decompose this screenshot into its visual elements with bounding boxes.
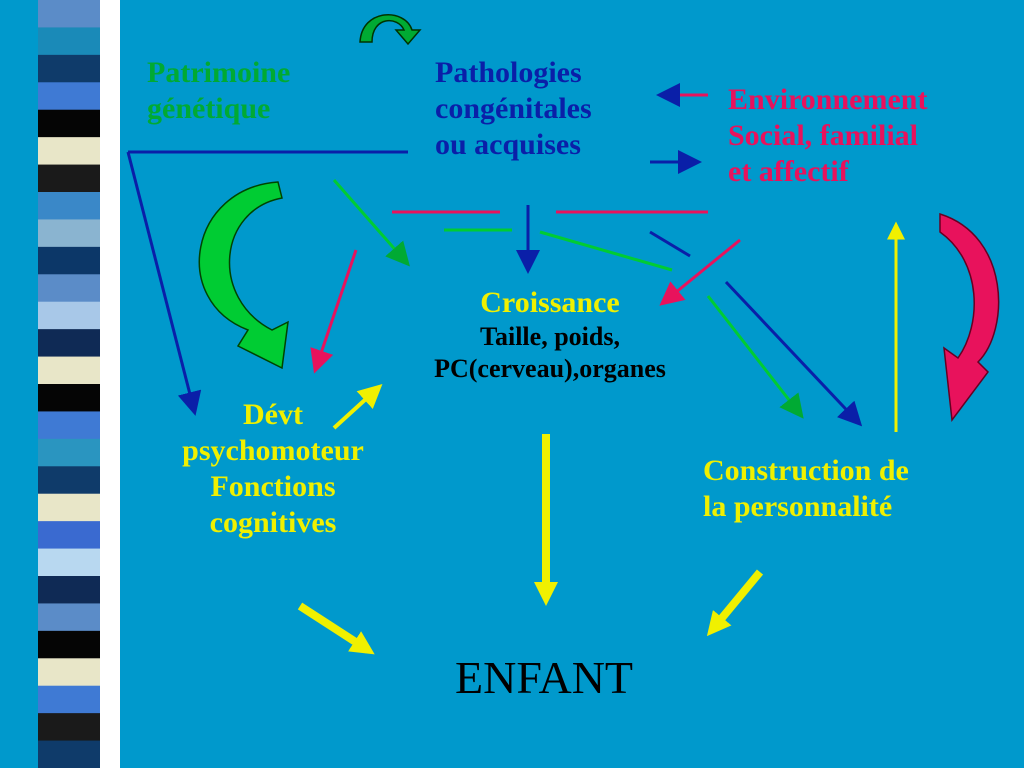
stripe-segment	[38, 192, 100, 220]
magenta-links	[310, 210, 741, 374]
node-text: Patrimoine	[147, 56, 291, 89]
stripe-segment	[38, 493, 100, 522]
blue-links	[126, 83, 863, 427]
curved-arrow-left-green	[198, 181, 289, 370]
node-text: ou acquises	[435, 128, 581, 161]
node-text: cognitives	[209, 506, 337, 539]
stripe-segment	[38, 82, 100, 111]
stripe-segment	[38, 740, 100, 768]
node-construction-personnalite: Construction de la personnalité	[703, 453, 909, 525]
node-enfant: ENFANT	[455, 652, 633, 704]
node-text: Environnement	[728, 83, 928, 116]
stripe-segment	[38, 246, 100, 275]
node-text: Dévt	[243, 398, 303, 431]
node-text: Taille, poids,	[480, 322, 620, 351]
stripe-segment	[38, 466, 100, 495]
stripe-segment	[38, 713, 100, 742]
stripe-segment	[38, 329, 100, 358]
stripe-segment	[38, 301, 100, 330]
stripe-segment	[38, 54, 100, 83]
node-text: Fonctions	[210, 470, 336, 503]
node-text: Pathologies	[435, 56, 582, 89]
node-environnement: Environnement Social, familial et affect…	[728, 82, 927, 190]
stripe-segment	[38, 0, 100, 28]
node-text: et affectif	[728, 155, 849, 188]
decorative-stripe-bar	[0, 0, 120, 768]
stripe-segment	[38, 356, 100, 385]
stripe-segment	[38, 658, 100, 687]
stripe-segment	[38, 274, 100, 303]
node-text: PC(cerveau),organes	[434, 354, 666, 383]
stripe-segment	[38, 411, 100, 440]
node-text: Construction de	[703, 454, 909, 487]
stripe-segment	[38, 548, 100, 577]
node-text: psychomoteur	[182, 434, 364, 467]
stripe-segment	[38, 384, 100, 412]
stripe-segment	[38, 603, 100, 632]
node-croissance: Croissance Taille, poids, PC(cerveau),or…	[390, 285, 710, 385]
node-patrimoine-genetique: Patrimoine génétique	[147, 55, 290, 127]
stripe-segment	[38, 576, 100, 604]
node-devt-psychomoteur: Dévt psychomoteur Fonctions cognitives	[148, 397, 398, 541]
stripe-margin	[0, 0, 38, 768]
stripe-segment	[38, 219, 100, 248]
stripe-segment	[38, 521, 100, 550]
stripe-segment	[38, 630, 100, 659]
stripe-segment	[38, 137, 100, 166]
node-text: Social, familial	[728, 119, 918, 152]
node-text: la personnalité	[703, 490, 893, 523]
node-text: congénitales	[435, 92, 592, 125]
node-text: ENFANT	[455, 652, 634, 703]
green-links	[332, 179, 804, 419]
yellow-links	[297, 221, 905, 655]
node-text: génétique	[147, 92, 271, 125]
stripe-segment	[38, 685, 100, 714]
curved-arrow-right-magenta	[939, 212, 1000, 422]
stripe-segment	[38, 27, 100, 56]
stripe-segment	[38, 164, 100, 193]
node-title: Croissance	[480, 286, 620, 319]
stripe-segment	[38, 438, 100, 467]
curved-arrow-top-green	[359, 14, 422, 46]
stripe-edge	[100, 0, 120, 768]
stripe-segment	[38, 109, 100, 138]
node-pathologies: Pathologies congénitales ou acquises	[435, 55, 592, 163]
